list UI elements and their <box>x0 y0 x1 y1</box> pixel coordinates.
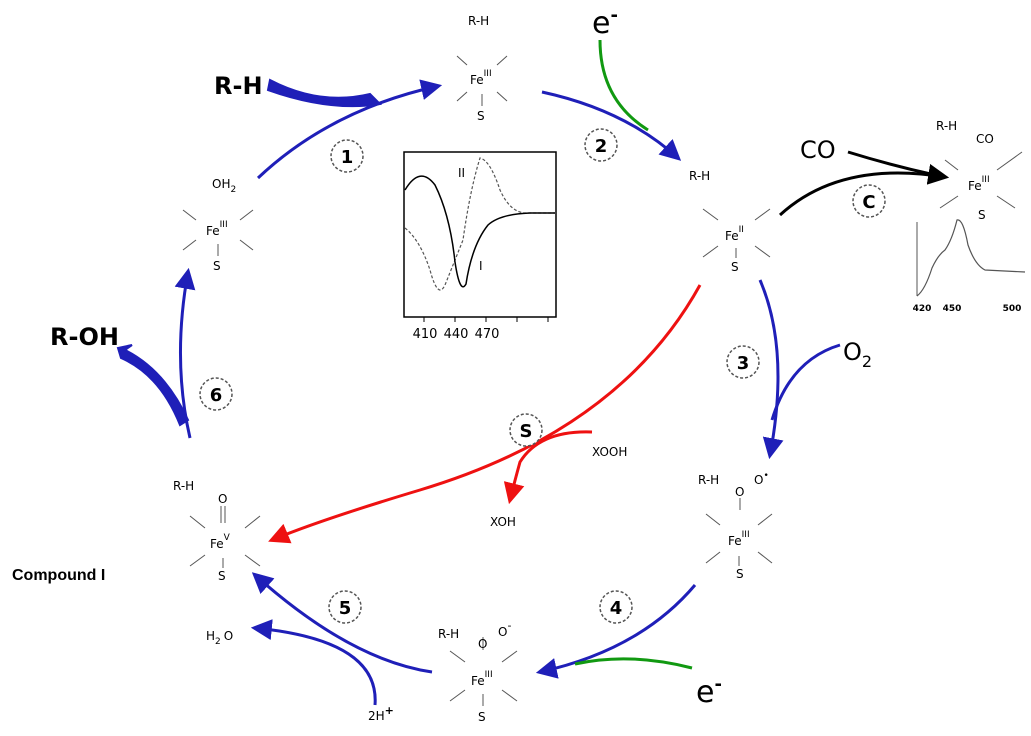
step-6-marker: 6 <box>199 377 233 411</box>
shunt-arrow <box>268 284 702 544</box>
step-2-label: 2 <box>595 136 608 157</box>
left-fe: FeIII <box>206 220 228 238</box>
o2-complex-rh: R-H <box>698 473 719 487</box>
peroxo-o2: O- <box>498 619 511 639</box>
right-fe: FeII <box>725 225 744 243</box>
arrow-step-1 <box>256 79 443 180</box>
co-entry-arrow <box>847 150 936 177</box>
xooh-label: XOOH <box>592 445 627 459</box>
inset-tick-410: 410 <box>413 327 438 342</box>
inset-curve-i <box>404 175 555 288</box>
peroxo-o1: O <box>478 637 487 651</box>
xooh-xoh-arrow <box>503 430 593 505</box>
co-tick-500: 500 <box>1003 304 1022 314</box>
arrow-step-2 <box>541 90 682 161</box>
inset-label-ii: II <box>458 166 465 180</box>
step-3-label: 3 <box>737 353 750 374</box>
peroxo-fe: FeIII <box>471 670 493 688</box>
step-1-marker: 1 <box>330 139 364 173</box>
inset-curve-ii <box>404 157 555 291</box>
co-complex-fe: FeIII <box>968 175 990 193</box>
co-tick-450: 450 <box>943 304 962 314</box>
co-label: CO <box>800 136 836 164</box>
complex-compound-i: R-H O FeV S <box>173 479 261 583</box>
compound-i-caption: Compound I <box>12 567 105 584</box>
peroxo-s: S <box>478 710 486 724</box>
side-arrows <box>116 39 950 706</box>
inset-spectrum: II I 410 440 470 <box>403 151 557 342</box>
co-spectrum: 420 450 500 <box>913 219 1026 314</box>
complex-fe2-reduced: R-H FeII S <box>689 169 771 274</box>
right-s: S <box>731 260 739 274</box>
step-4-label: 4 <box>610 598 623 619</box>
complex-fe2-co: R-H CO FeIII S <box>936 119 1023 222</box>
arrow-step-4 <box>535 584 697 679</box>
electron-arrow-bottom <box>574 657 693 670</box>
xoh-label: XOH <box>490 515 516 529</box>
left-oh2: OH2 <box>212 177 236 195</box>
step-s-label: S <box>520 421 533 442</box>
inset-label-i: I <box>479 259 483 273</box>
rh-entry-wedge <box>266 78 383 108</box>
o2-label: O2 <box>843 338 872 371</box>
step-c-label: C <box>862 192 875 213</box>
step-5-marker: 5 <box>328 590 362 624</box>
co-binding-arrow <box>778 163 950 217</box>
protons-label: 2H+ <box>368 704 394 723</box>
peroxo-rh: R-H <box>438 627 459 641</box>
complex-fe3-substrate-bound: R-H FeIII S <box>456 14 508 123</box>
step-2-marker: 2 <box>584 128 618 162</box>
o2-complex-s: S <box>736 567 744 581</box>
electron-label-bottom: e- <box>696 674 722 710</box>
complex-fe3-peroxo: R-H O O- FeIII S <box>438 619 518 724</box>
electron-arrow-top <box>598 39 649 132</box>
compound-i-fe: FeV <box>210 533 231 551</box>
complex-fe3-resting: OH2 FeIII S <box>182 177 254 273</box>
arrow-step-3 <box>758 279 784 460</box>
o2-complex-o1: O <box>735 485 744 499</box>
top-rh: R-H <box>468 14 489 28</box>
compound-i-rh: R-H <box>173 479 194 493</box>
h2o-exit-arrow <box>250 619 377 706</box>
arrow-step-5 <box>251 572 433 674</box>
step-4-marker: 4 <box>599 590 633 624</box>
co-complex-rh: R-H <box>936 119 957 133</box>
o2-complex-o2: O• <box>754 471 769 487</box>
complex-fe3-superoxo: R-H O O• FeIII S <box>698 471 773 581</box>
inset-tick-470: 470 <box>475 327 500 342</box>
step-6-label: 6 <box>210 385 223 406</box>
co-complex-s: S <box>978 208 986 222</box>
co-complex-co: CO <box>976 132 994 146</box>
top-s: S <box>477 109 485 123</box>
roh-product-label: R-OH <box>50 323 119 351</box>
compound-i-s: S <box>218 569 226 583</box>
co-tick-420: 420 <box>913 304 932 314</box>
left-s: S <box>213 259 221 273</box>
compound-i-o: O <box>218 492 227 506</box>
roh-exit-wedge <box>116 344 190 427</box>
electron-label-top: e- <box>592 5 618 41</box>
step-1-label: 1 <box>341 147 354 168</box>
top-fe: FeIII <box>470 69 492 87</box>
inset-tick-440: 440 <box>444 327 469 342</box>
step-c-marker: C <box>852 184 886 218</box>
step-s-marker: S <box>509 413 543 447</box>
step-3-marker: 3 <box>726 345 760 379</box>
co-spectrum-curve <box>916 219 1026 297</box>
right-rh: R-H <box>689 169 710 183</box>
step-markers: 1 2 3 4 5 6 S C <box>199 128 886 624</box>
o2-complex-fe: FeIII <box>728 530 750 548</box>
step-5-label: 5 <box>339 598 352 619</box>
o2-entry-arrow <box>770 343 841 421</box>
rh-substrate-label: R-H <box>214 72 263 100</box>
